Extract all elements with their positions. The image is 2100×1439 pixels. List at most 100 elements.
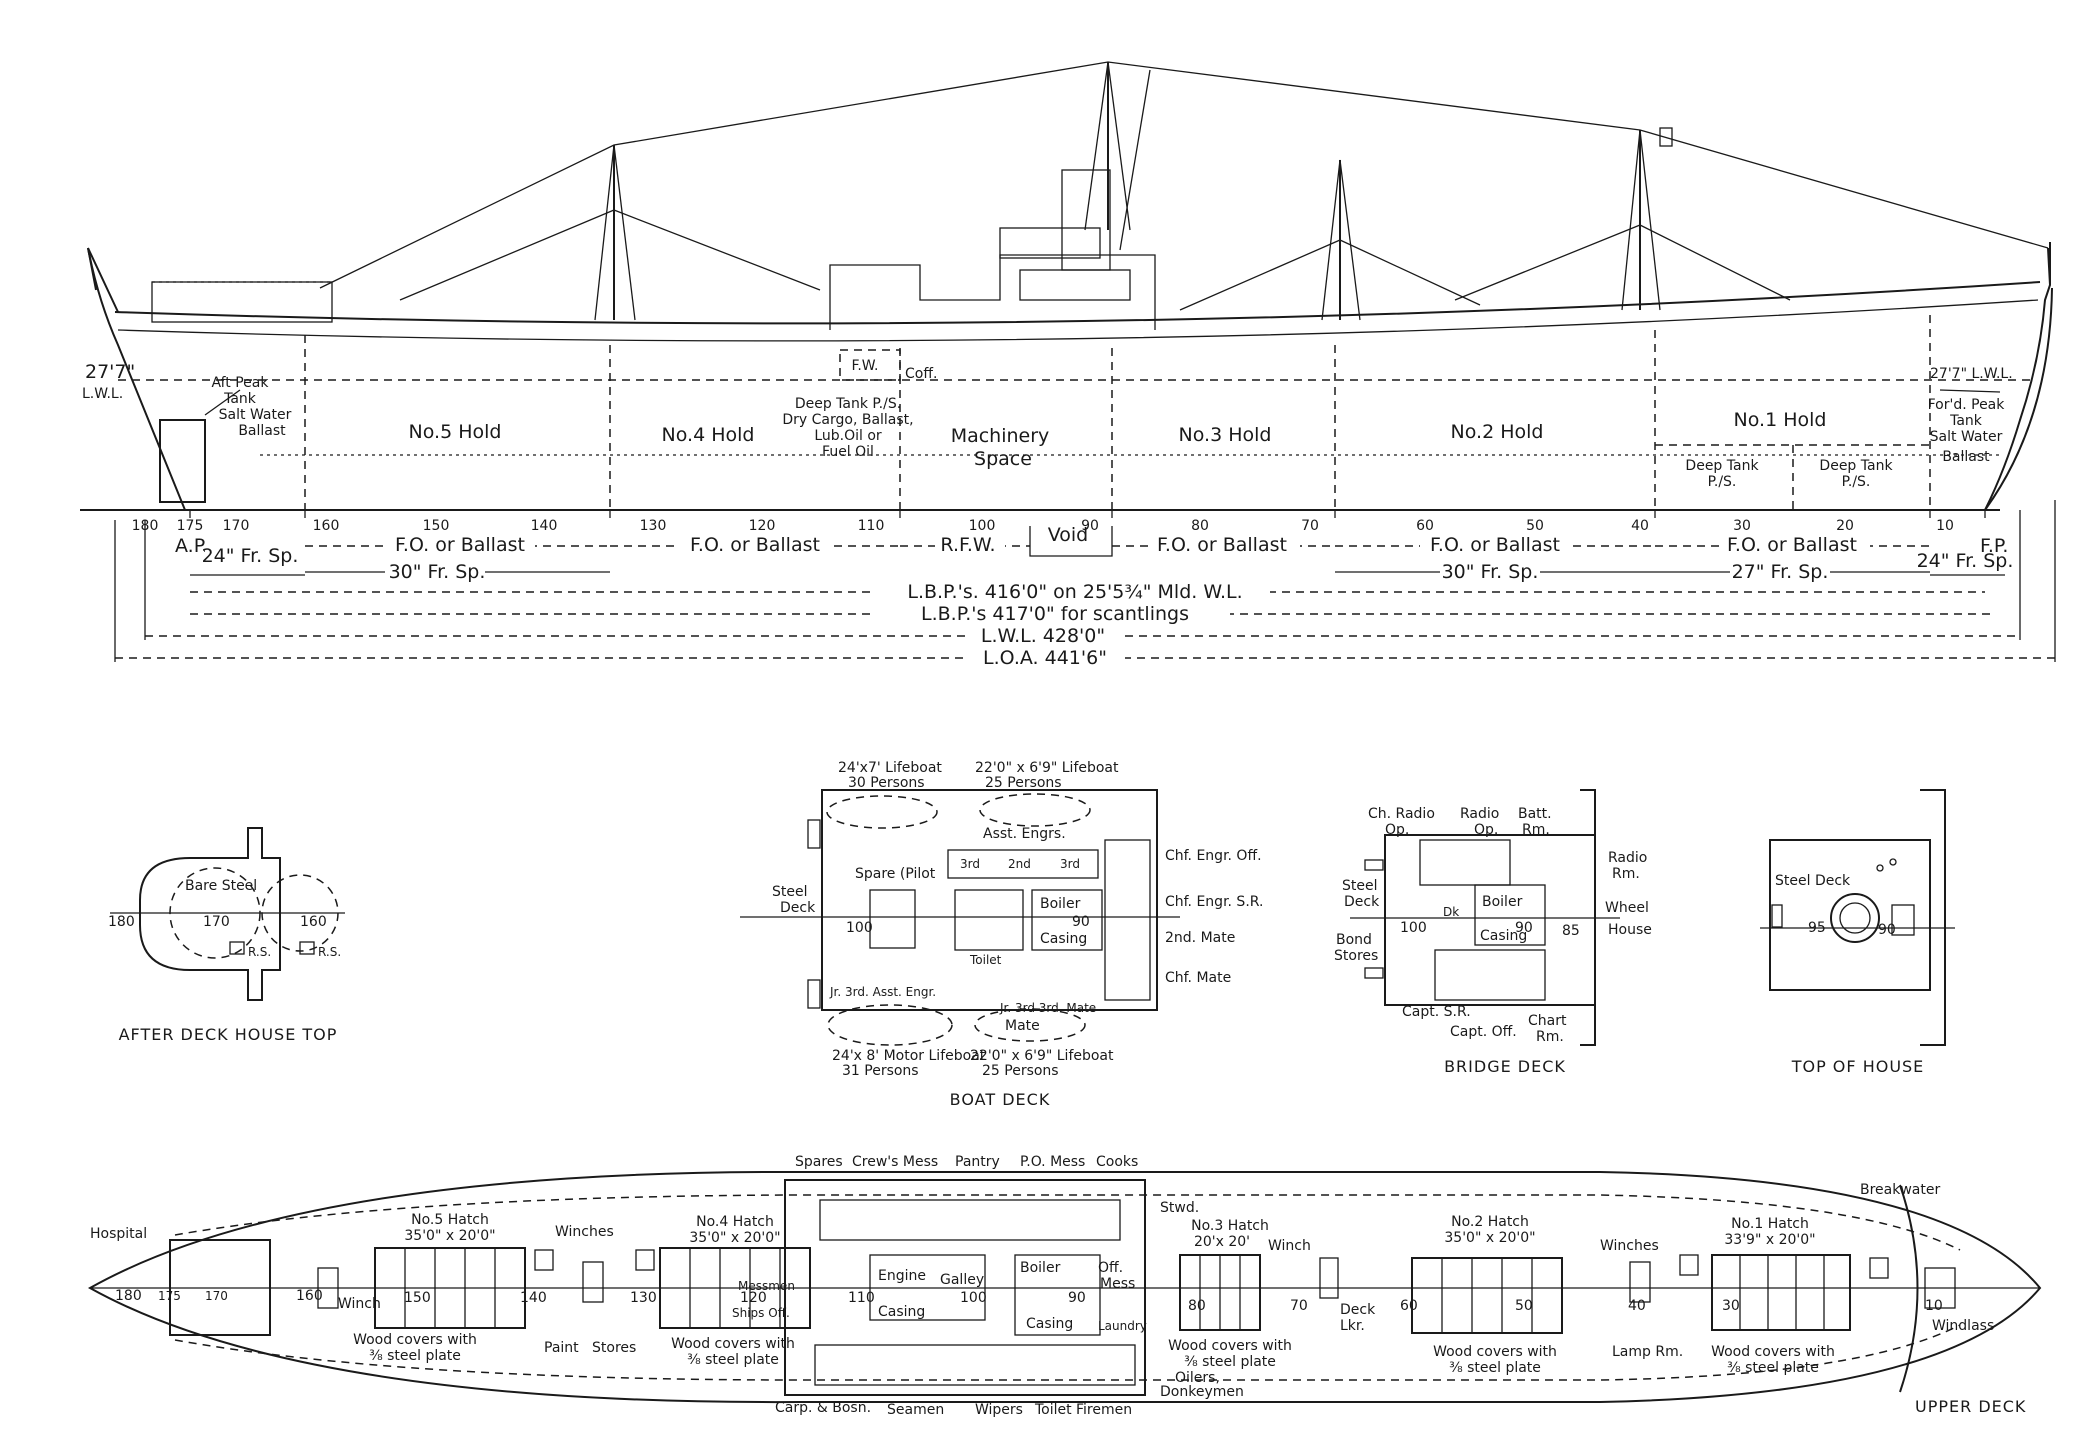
wood-cover-5b: ⅜ steel plate — [1727, 1360, 1819, 1376]
void-label: Void — [1048, 524, 1089, 546]
boat-toilet: Toilet — [969, 953, 1002, 967]
wood-cover-4b: ⅜ steel plate — [1449, 1360, 1541, 1376]
fwd-peak-1: For'd. Peak — [1928, 397, 2006, 413]
ships-off-label: Ships Off. — [732, 1306, 790, 1320]
chf-engr-off: Chf. Engr. Off. — [1165, 848, 1262, 864]
boat-boiler-casing-1: Boiler — [1040, 896, 1081, 912]
bond-stores-1: Bond — [1336, 932, 1372, 948]
wood-cover-1a: Wood covers with — [353, 1332, 477, 1348]
stays — [319, 61, 2049, 289]
fp-label: F.P. — [1980, 535, 2008, 557]
batt-rm-1: Batt. — [1518, 806, 1552, 822]
ud-frame-130: 130 — [630, 1290, 657, 1306]
lifeboat-4-b: 25 Persons — [982, 1063, 1059, 1079]
engine-casing-2: Casing — [878, 1304, 925, 1320]
ud-boiler-casing-2: Casing — [1026, 1316, 1073, 1332]
bridge-boiler-casing-2: Casing — [1480, 928, 1527, 944]
fwd-peak-2: Tank — [1949, 413, 1983, 429]
lwl-428: L.W.L. 428'0" — [981, 625, 1105, 647]
no4-hold-label: No.4 Hold — [662, 424, 755, 446]
room-3rd-b: 3rd — [1060, 857, 1080, 871]
breakwater — [1899, 1184, 1919, 1393]
ud-frame-120: 120 — [740, 1290, 767, 1306]
jr3-mate: Jr. 3rd 3rd. Mate — [999, 1001, 1096, 1015]
no4-hatch — [659, 1247, 811, 1329]
boiler-casing-block — [1014, 1254, 1101, 1336]
derricks — [399, 209, 1791, 311]
off-mess-2: Mess — [1100, 1276, 1135, 1292]
bridge-deck-plan: Ch. Radio Op. Radio Op. Batt. Rm. Radio … — [1334, 789, 1652, 1076]
after-house-170: 170 — [203, 914, 230, 930]
coff-label: Coff. — [905, 366, 937, 382]
fo-ballast-4: F.O. or Ballast — [1430, 534, 1560, 556]
seamen-label: Seamen — [887, 1402, 944, 1418]
ud-frame-10: 10 — [1925, 1298, 1943, 1314]
no1-hold-label: No.1 Hold — [1734, 409, 1827, 431]
mate-label: Mate — [1005, 1018, 1040, 1034]
boat-deck-caption: BOAT DECK — [950, 1090, 1051, 1109]
midship-house — [784, 1179, 1146, 1396]
no2-hatch-title: No.2 Hatch — [1451, 1214, 1529, 1230]
profile-main-deck — [117, 299, 2039, 342]
boat-deck-store — [869, 889, 916, 949]
top-house-95: 95 — [1808, 920, 1826, 936]
frame-70: 70 — [1301, 518, 1319, 534]
ud-frame-160: 160 — [296, 1288, 323, 1304]
no5-hold-label: No.5 Hold — [409, 421, 502, 443]
winch-aft-label: Winch — [338, 1296, 381, 1312]
bg-fo1 — [385, 534, 535, 554]
boat-deck-officers — [1104, 839, 1151, 1001]
aft-peak-line-2: Tank — [223, 391, 257, 407]
bg-sp30b — [1440, 562, 1540, 582]
crews-mess-label: Crew's Mess — [852, 1154, 938, 1170]
paint-label: Paint — [544, 1340, 579, 1356]
frame-spacing-27: 27" Fr. Sp. — [1732, 561, 1829, 583]
top-house-outline — [1769, 839, 1931, 991]
radio-rooms — [1419, 839, 1511, 886]
jr3-asst-engr: Jr. 3rd. Asst. Engr. — [829, 985, 936, 999]
pantry-label: Pantry — [955, 1154, 1000, 1170]
machinery-space-2: Space — [974, 448, 1032, 470]
batt-rm-2: Rm. — [1522, 822, 1550, 838]
no2-hatch — [1411, 1257, 1563, 1334]
upper-deck-plan: Hospital No.5 Hatch 35'0" x 20'0" Winche… — [87, 1154, 2042, 1418]
top-house-90: 90 — [1878, 922, 1896, 938]
boat-steel-deck-1: Steel — [772, 884, 808, 900]
bg-lwl — [965, 625, 1125, 647]
deep-tank-2b: P./S. — [1842, 474, 1871, 490]
wipers-label: Wipers — [975, 1402, 1023, 1418]
ud-frame-180: 180 — [115, 1288, 142, 1304]
lifeboat-2-b: 25 Persons — [985, 775, 1062, 791]
bridge-frame-100: 100 — [1400, 920, 1427, 936]
bg-fo5 — [1720, 534, 1870, 554]
deep-tank-1a: Deep Tank — [1685, 458, 1759, 474]
fo-ballast-3: F.O. or Ballast — [1157, 534, 1287, 556]
after-house-180: 180 — [108, 914, 135, 930]
carp-bosn-label: Carp. & Bosn. — [775, 1400, 871, 1416]
cooks-label: Cooks — [1096, 1154, 1138, 1170]
deep-tank-center-2: Dry Cargo, Ballast, — [782, 412, 913, 428]
lbp-417: L.B.P.'s 417'0" for scantlings — [921, 603, 1189, 625]
rs-box-1 — [229, 941, 245, 955]
funnel-circle-inner — [1839, 902, 1871, 934]
no3-hatch-size: 20'x 20' — [1194, 1234, 1250, 1250]
boat-boiler-casing-2: Casing — [1040, 931, 1087, 947]
aft-peak-line-3: Salt Water — [219, 407, 292, 423]
bridge-deck-caption: BRIDGE DECK — [1444, 1057, 1566, 1076]
winches — [317, 1249, 1956, 1309]
frame-spacing-30-aft: 30" Fr. Sp. — [389, 561, 486, 583]
rs-label-2: R.S. — [318, 945, 341, 959]
off-mess-1: Off. — [1098, 1260, 1123, 1276]
boat-steel-deck-2: Deck — [780, 900, 816, 916]
no1-hatch-title: No.1 Hatch — [1731, 1216, 1809, 1232]
fwd-peak-4: Ballast — [1942, 449, 1990, 465]
bg-lbp2 — [870, 603, 1230, 625]
frame-30: 30 — [1733, 518, 1751, 534]
winches-aft: Winches — [555, 1224, 614, 1240]
after-house-outline — [139, 827, 281, 1001]
dk-label: Dk — [1443, 905, 1459, 919]
winches-fwd: Winches — [1600, 1238, 1659, 1254]
ud-frame-175: 175 — [158, 1289, 181, 1303]
bridge-frame-90: 90 — [1515, 920, 1533, 936]
